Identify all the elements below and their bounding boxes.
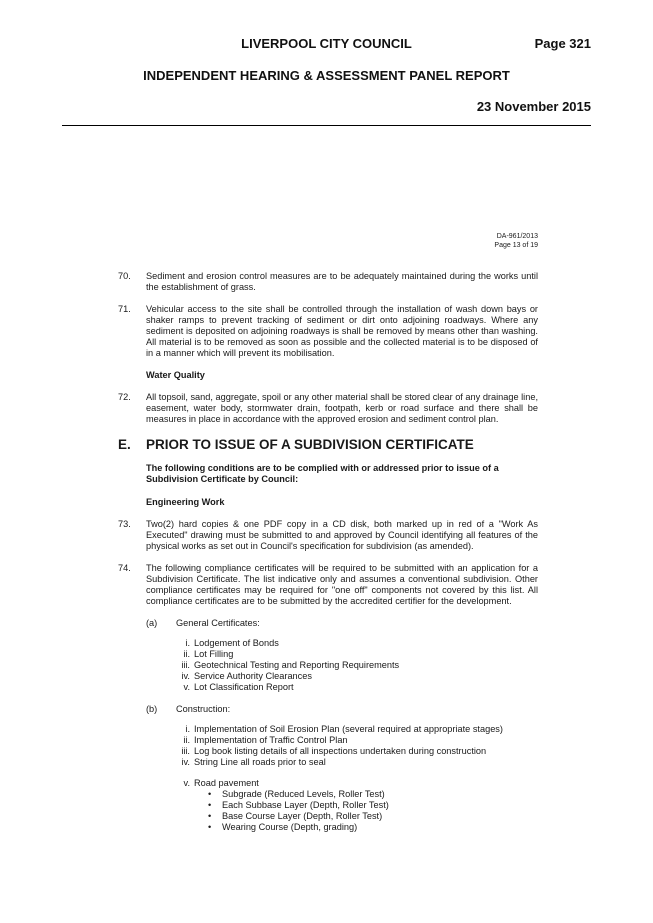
condition-text: The following compliance certificates wi… (146, 563, 538, 606)
report-title: INDEPENDENT HEARING & ASSESSMENT PANEL R… (143, 68, 510, 83)
bullet-item: Each Subbase Layer (Depth, Roller Test) (208, 800, 538, 811)
bullet-item: Subgrade (Reduced Levels, Roller Test) (208, 789, 538, 800)
bullet-item: Base Course Layer (Depth, Roller Test) (208, 811, 538, 822)
list-text: String Line all roads prior to seal (194, 757, 326, 767)
condition-text: Two(2) hard copies & one PDF copy in a C… (146, 519, 538, 551)
list-item: i. Implementation of Soil Erosion Plan (s… (180, 724, 538, 735)
list-number: i. (185, 638, 190, 648)
list-text: Lot Classification Report (194, 682, 294, 692)
general-certificates-label: (a) General Certificates: (118, 618, 538, 629)
road-pavement-tests: Subgrade (Reduced Levels, Roller Test) E… (194, 789, 538, 833)
condition-74: 74. The following compliance certificate… (118, 563, 538, 607)
section-e-heading: E. PRIOR TO ISSUE OF A SUBDIVISION CERTI… (118, 437, 538, 453)
condition-71: 71. Vehicular access to the site shall b… (118, 304, 538, 359)
list-item: v. Lot Classification Report (180, 682, 538, 693)
list-number: iii. (181, 746, 190, 756)
header-divider (62, 125, 591, 126)
bullet-item: Wearing Course (Depth, grading) (208, 822, 538, 833)
list-item: iv. Service Authority Clearances (180, 671, 538, 682)
list-number: ii. (183, 735, 190, 745)
list-text: Implementation of Traffic Control Plan (194, 735, 348, 745)
condition-text: Sediment and erosion control measures ar… (146, 271, 538, 292)
general-certificates-list: i. Lodgement of Bonds ii. Lot Filling iii.… (118, 638, 538, 693)
condition-number: 74. (118, 563, 131, 573)
list-item: ii. Implementation of Traffic Control Pla… (180, 735, 538, 746)
list-item: iii. Geotechnical Testing and Reporting R… (180, 660, 538, 671)
list-item: iv. String Line all roads prior to seal (180, 757, 538, 768)
condition-number: 73. (118, 519, 131, 529)
list-item-road-pavement: v. Road pavement Subgrade (Reduced Levels… (180, 778, 538, 833)
list-text: Road pavement (194, 778, 259, 788)
section-letter: E. (118, 437, 131, 452)
condition-number: 72. (118, 392, 131, 402)
list-number: ii. (183, 649, 190, 659)
list-number: iii. (181, 660, 190, 670)
list-text: Lodgement of Bonds (194, 638, 279, 648)
condition-72: 72. All topsoil, sand, aggregate, spoil … (118, 392, 538, 425)
water-quality-heading: Water Quality (146, 370, 205, 380)
condition-number: 71. (118, 304, 131, 314)
list-text: Log book listing details of all inspecti… (194, 746, 487, 756)
list-text: Service Authority Clearances (194, 671, 312, 681)
report-date: 23 November 2015 (476, 99, 591, 114)
list-number: iv. (181, 671, 190, 681)
paragraph-title: Construction: (176, 704, 231, 714)
list-text: Geotechnical Testing and Reporting Requi… (194, 660, 400, 670)
page-number: Page 321 (534, 36, 591, 51)
list-item: iii. Log book listing details of all insp… (180, 746, 538, 757)
list-item: ii. Lot Filling (180, 649, 538, 660)
condition-70: 70. Sediment and erosion control measure… (118, 271, 538, 293)
condition-73: 73. Two(2) hard copies & one PDF copy in… (118, 519, 538, 552)
construction-label: (b) Construction: (118, 704, 538, 715)
doc-page-of: Page 13 of 19 (494, 242, 538, 249)
condition-number: 70. (118, 271, 131, 281)
list-number: iv. (181, 757, 190, 767)
list-number: v. (183, 778, 190, 788)
paragraph-label: (b) (146, 704, 158, 714)
list-item: i. Lodgement of Bonds (180, 638, 538, 649)
list-number: v. (183, 682, 190, 692)
list-number: i. (185, 724, 190, 734)
list-text: Implementation of Soil Erosion Plan (sev… (194, 724, 503, 734)
condition-text: All topsoil, sand, aggregate, spoil or a… (146, 392, 538, 424)
scanned-page: DA-961/2013 Page 13 of 19 70. Sediment a… (118, 232, 538, 833)
list-text: Lot Filling (194, 649, 234, 659)
paragraph-label: (a) (146, 618, 158, 628)
construction-list: i. Implementation of Soil Erosion Plan (s… (118, 724, 538, 833)
condition-text: Vehicular access to the site shall be co… (146, 304, 538, 358)
document-reference: DA-961/2013 Page 13 of 19 (118, 232, 538, 250)
section-intro: The following conditions are to be compl… (146, 463, 499, 484)
da-number: DA-961/2013 (496, 233, 538, 240)
section-title: PRIOR TO ISSUE OF A SUBDIVISION CERTIFIC… (146, 437, 474, 452)
council-name: LIVERPOOL CITY COUNCIL (241, 36, 412, 51)
paragraph-title: General Certificates: (176, 618, 260, 628)
engineering-work-heading: Engineering Work (146, 497, 225, 507)
